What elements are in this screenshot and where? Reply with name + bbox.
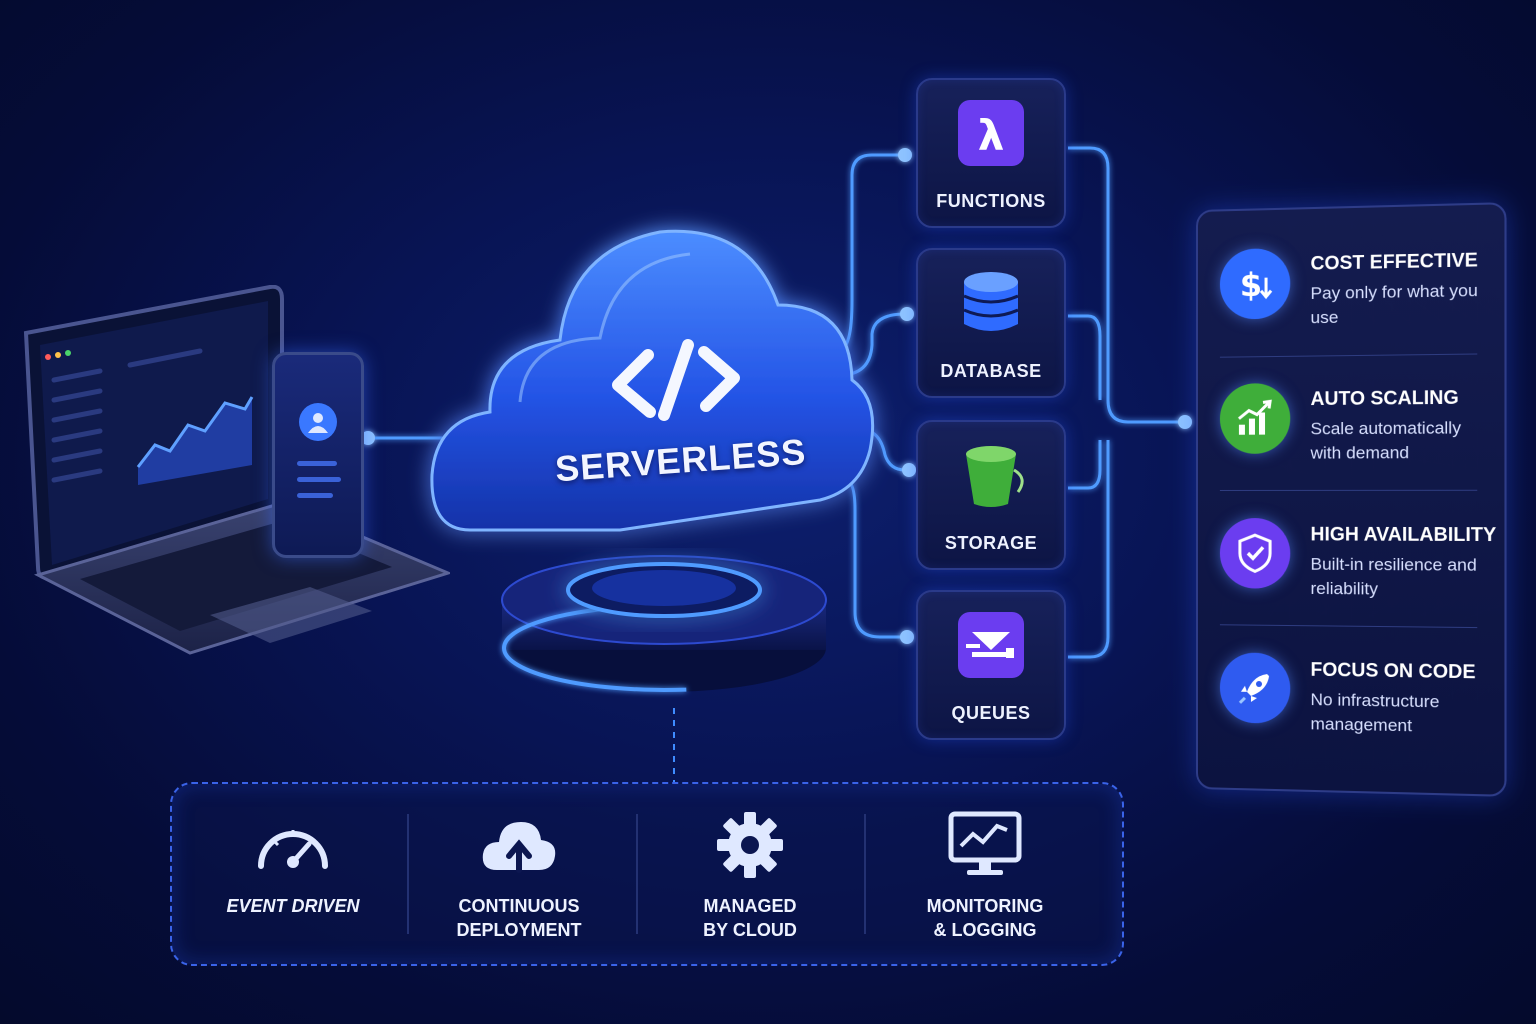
benefit-title: AUTO SCALING (1310, 387, 1459, 411)
feature-divider (636, 814, 638, 934)
feature-label: EVENT DRIVEN (226, 896, 360, 916)
cloud-upload-icon (482, 822, 556, 873)
feature-label: MONITORING & LOGGING (926, 896, 1044, 940)
benefits-panel: $ COST EFFECTIVE Pay only for what you u… (1196, 202, 1507, 797)
growth-chart-icon (1219, 383, 1291, 454)
phone-device (272, 352, 364, 558)
shield-check-icon (1219, 518, 1291, 589)
service-label: DATABASE (940, 361, 1042, 381)
svg-text:λ: λ (978, 111, 1005, 160)
benefit-focus-on-code: FOCUS ON CODE No infrastructure manageme… (1216, 628, 1486, 764)
benefit-description: No infrastructure management (1310, 689, 1440, 736)
connectors-cloud-to-services (831, 146, 1185, 659)
database-icon (963, 272, 1019, 331)
connector-nodes (898, 148, 1192, 644)
envelope-queue-icon (958, 612, 1024, 678)
service-database[interactable]: DATABASE (916, 248, 1066, 398)
rocket-icon (1219, 652, 1291, 724)
feature-divider (864, 814, 866, 934)
benefit-title: FOCUS ON CODE (1310, 659, 1476, 684)
features-bar: EVENT DRIVEN CONTINUOUS DEPLOYMENT (170, 782, 1124, 966)
service-label: FUNCTIONS (936, 191, 1046, 211)
laptop-device (23, 285, 450, 655)
data-beams (596, 520, 726, 600)
svg-text:$: $ (1240, 266, 1262, 305)
feature-managed-by-cloud: MANAGED BY CLOUD (635, 784, 865, 964)
connector-device-to-cloud (355, 431, 445, 445)
service-functions[interactable]: λ FUNCTIONS (916, 78, 1066, 228)
feature-divider (407, 814, 409, 934)
benefit-description: Built-in resilience and reliability (1310, 554, 1477, 599)
feature-monitoring-logging: MONITORING & LOGGING (870, 784, 1100, 964)
benefit-cost-effective: $ COST EFFECTIVE Pay only for what you u… (1216, 219, 1486, 356)
speedometer-icon (258, 830, 328, 869)
phone-text-line (297, 493, 333, 498)
serverless-cloud (430, 229, 875, 532)
service-queues[interactable]: QUEUES (916, 590, 1066, 740)
feature-event-driven: EVENT DRIVEN (178, 784, 408, 964)
service-label: QUEUES (951, 703, 1031, 723)
benefit-separator (1219, 489, 1478, 491)
service-storage[interactable]: STORAGE (916, 420, 1066, 570)
bucket-icon (966, 446, 1024, 507)
feature-label: CONTINUOUS DEPLOYMENT (456, 896, 582, 940)
monitor-chart-icon (948, 811, 1022, 875)
gear-icon (717, 812, 783, 878)
benefit-title: HIGH AVAILABILITY (1310, 524, 1497, 547)
lambda-icon: λ (958, 100, 1024, 166)
service-label: STORAGE (944, 533, 1038, 553)
feature-continuous-deployment: CONTINUOUS DEPLOYMENT (404, 784, 634, 964)
benefit-auto-scaling: AUTO SCALING Scale automatically with de… (1216, 356, 1486, 490)
benefit-description: Pay only for what you use (1310, 280, 1478, 328)
benefit-description: Scale automatically with demand (1310, 418, 1462, 463)
phone-text-line (297, 461, 337, 466)
phone-text-line (297, 477, 341, 482)
cloud-pedestal (501, 555, 827, 692)
dollar-icon: $ (1219, 247, 1291, 320)
feature-label: MANAGED BY CLOUD (703, 896, 797, 940)
benefit-title: COST EFFECTIVE (1310, 249, 1478, 275)
user-avatar-icon (299, 403, 337, 441)
benefit-high-availability: HIGH AVAILABILITY Built-in resilience an… (1216, 494, 1496, 627)
code-brackets-icon (612, 339, 740, 421)
